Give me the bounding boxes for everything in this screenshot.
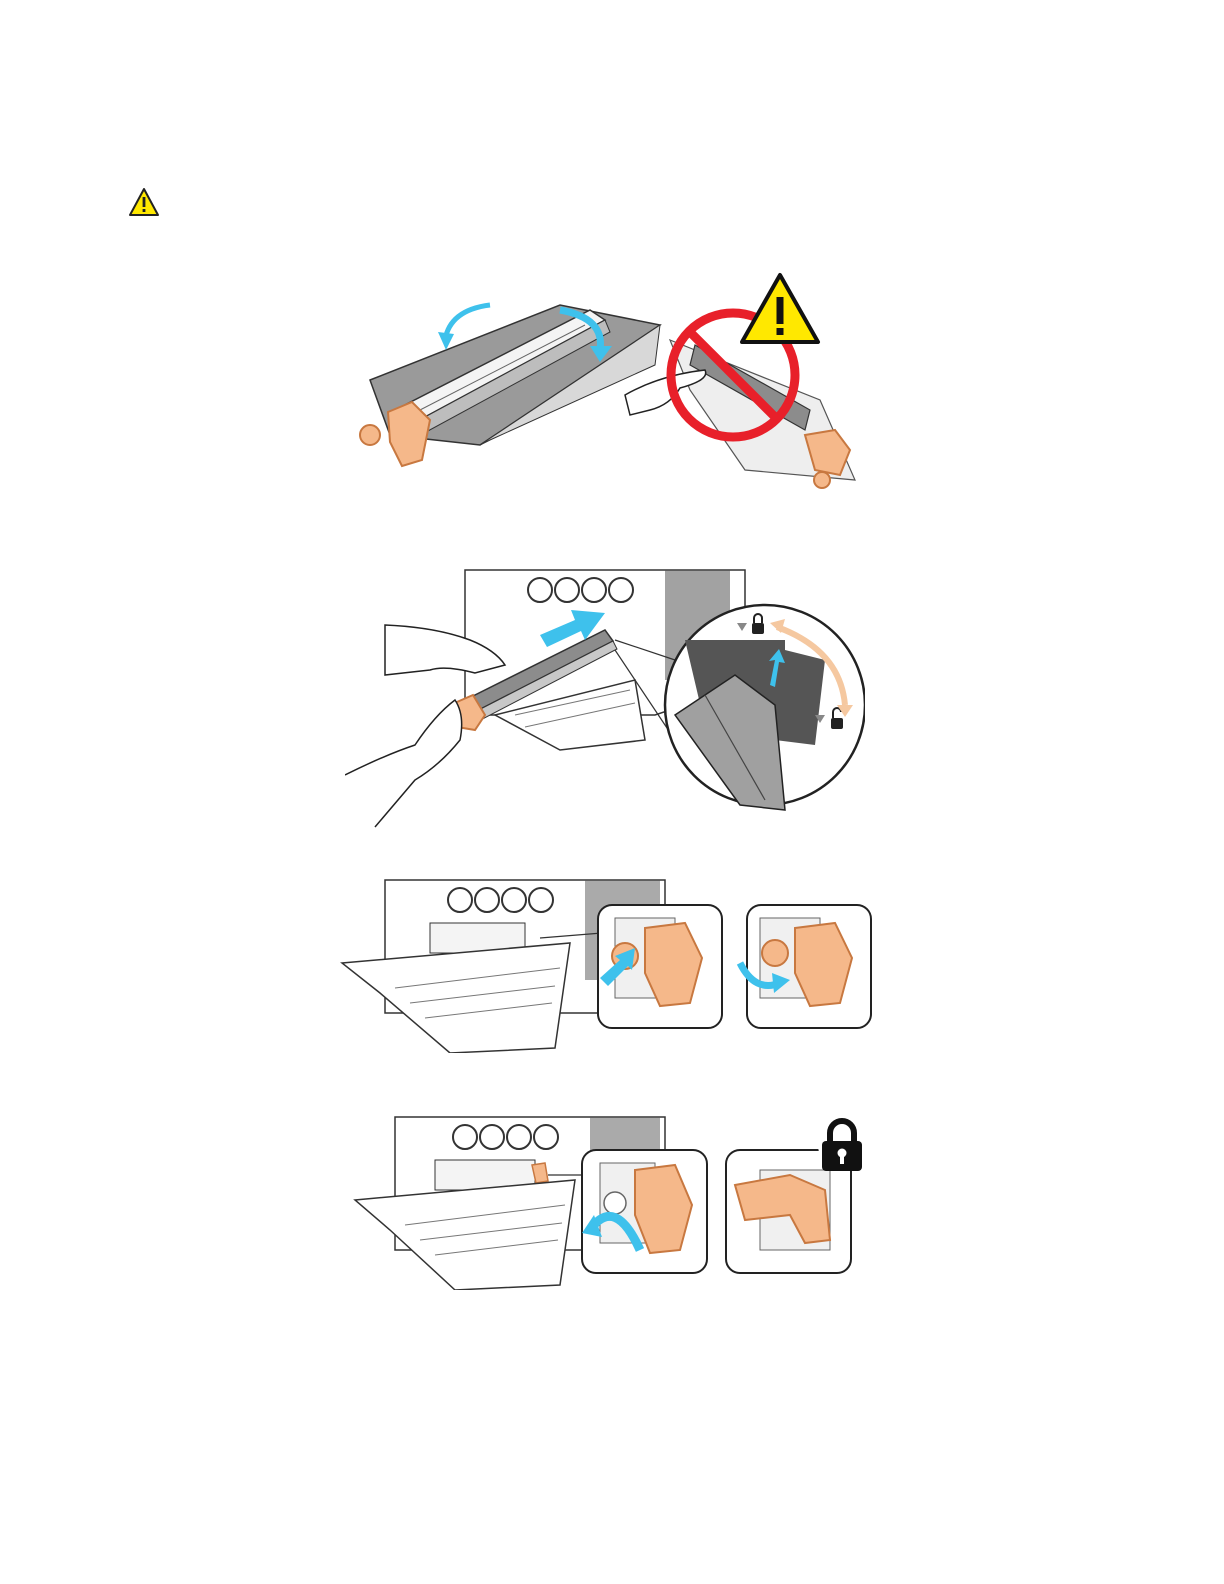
padlock-icon bbox=[818, 1121, 866, 1171]
illustration-remove-protective-sheet bbox=[350, 270, 870, 495]
illustration-lock-cartridge-lever bbox=[350, 1115, 870, 1290]
illustration-push-and-turn-knob bbox=[340, 878, 875, 1053]
illustration-insert-drum-cartridge bbox=[345, 565, 865, 830]
warning-triangle-icon bbox=[128, 187, 160, 217]
